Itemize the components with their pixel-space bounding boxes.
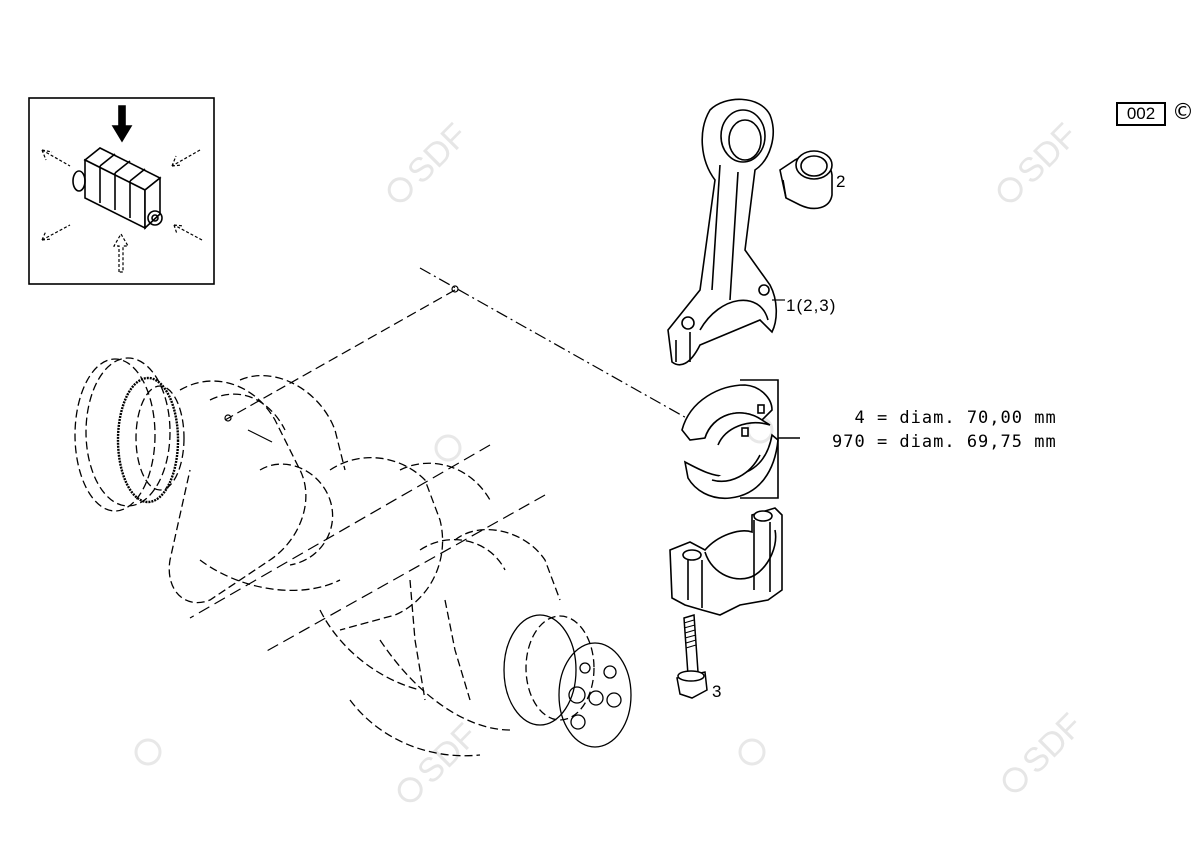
engine-orientation-icon (28, 97, 215, 285)
crankshaft-icon (74, 357, 632, 757)
watermark-logo-icon: SDF (997, 116, 1085, 203)
page-code-box: 002 (1116, 102, 1166, 126)
callout-3: 3 (712, 682, 722, 701)
watermark-text: SDF (1010, 116, 1085, 191)
watermark-text: SDF (410, 716, 485, 791)
watermark-text: SDF (1015, 706, 1090, 781)
rod-cap-icon (669, 507, 783, 616)
bushing-icon (779, 150, 833, 210)
watermark-logo-icon: SDF (1002, 706, 1090, 793)
watermark-text: SDF (400, 116, 475, 191)
connecting-rod-icon (667, 98, 778, 366)
bolt-icon (676, 614, 708, 699)
callout-2: 2 (836, 172, 846, 191)
watermark-logo-icon: SDF (387, 116, 475, 203)
bearing-note-undersize: 970 = diam. 69,75 mm (832, 432, 1057, 452)
bearing-note-standard: 4 = diam. 70,00 mm (832, 408, 1057, 428)
bearing-shell-icon (681, 379, 800, 500)
alignment-lines (189, 267, 691, 653)
copyright-icon: © (1172, 100, 1194, 125)
watermark-logo-icon: SDF (397, 716, 485, 803)
callout-1: 1(2,3) (786, 296, 837, 315)
